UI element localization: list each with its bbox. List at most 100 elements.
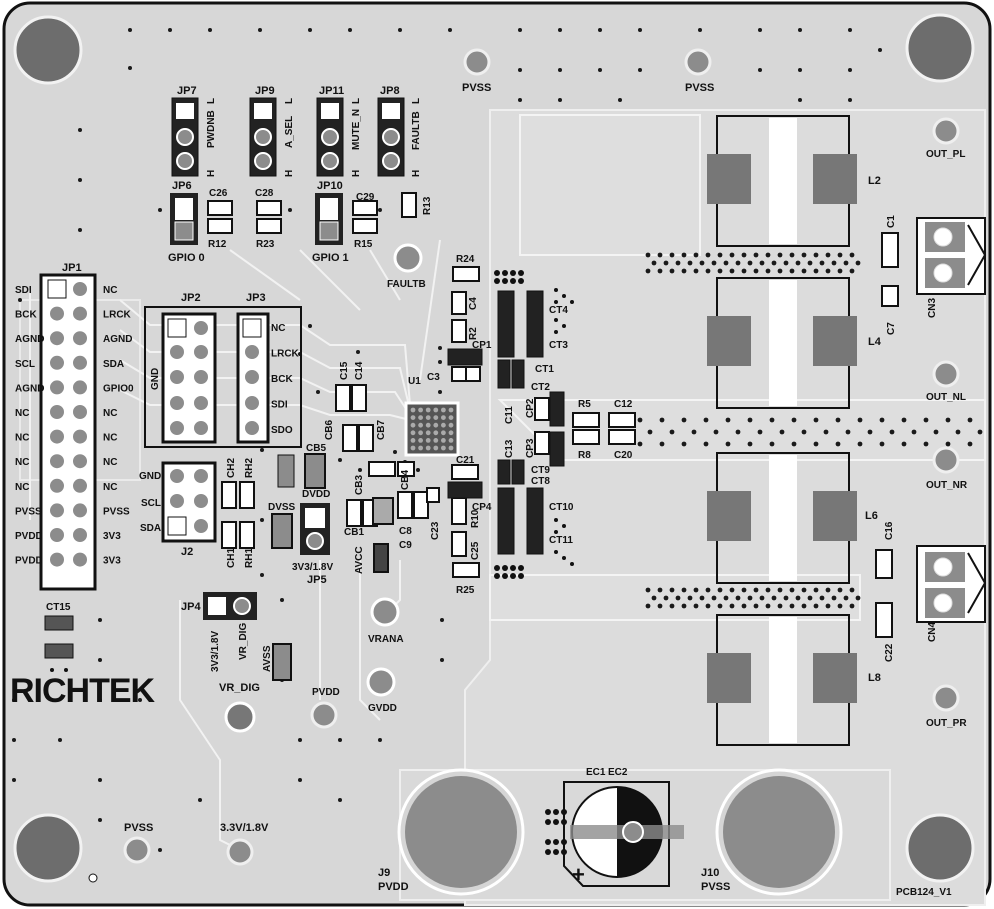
j2-label: J2 [181,546,193,558]
via [977,429,983,435]
u1-ball [441,430,446,436]
jp1-left-pin-label: PVSS [15,506,42,517]
via [717,587,723,593]
via [693,252,699,258]
via [735,260,741,266]
via [657,603,663,609]
pvss-testpoint-1[interactable] [463,48,491,76]
c15-label: C15 [339,361,350,380]
c21-label: C21 [456,455,475,466]
jp2-header[interactable] [161,312,217,444]
ct11-label: CT11 [549,535,573,546]
jp8-net: FAULTB [411,111,422,150]
via [713,429,719,435]
jp1-pin [48,403,66,421]
jp9-header[interactable] [249,97,277,177]
dvss-pad[interactable] [271,513,293,549]
jp5-header[interactable] [300,503,330,555]
r24-label: R24 [456,254,475,265]
via [663,595,669,601]
via [703,441,709,447]
jp1-right-pin-label: 3V3 [103,556,121,567]
inductor-l4 [707,277,857,409]
jp8-label: JP8 [380,85,400,97]
vr-dig-testpoint[interactable] [224,701,256,733]
via [777,587,783,593]
cn3-connector[interactable] [916,217,987,295]
cp1-label: CP1 [472,340,492,351]
c3-label: C3 [427,372,440,383]
jp3-pin-label: SDO [271,425,293,436]
v33-testpoint[interactable] [226,838,254,866]
cp3-label: CP3 [525,438,536,458]
jp8-header[interactable] [377,97,405,177]
out-nl-testpoint[interactable] [932,360,960,388]
ct15-part [44,615,74,672]
via [765,268,771,274]
jp1-left-pin-label: SCL [15,359,35,370]
jp7-header[interactable] [171,97,199,177]
r5-label: R5 [578,399,591,410]
pvss-testpoint-2[interactable] [684,48,712,76]
mounting-hole-bl [13,813,83,883]
via [923,441,929,447]
u1-ball [425,438,431,443]
u1-label: U1 [408,376,421,387]
via [825,603,831,609]
via [967,417,973,423]
via [741,268,747,274]
jp4-header[interactable] [203,592,257,620]
via [659,417,665,423]
jp1-right-pin-label: PVSS [103,506,130,517]
r13-label: R13 [422,196,433,215]
u1-ball [410,445,416,451]
c22-label: C22 [884,643,895,662]
via [681,268,687,274]
via [849,603,855,609]
out-nr-testpoint[interactable] [932,446,960,474]
u1-ball [418,407,423,413]
pvss-bottom-testpoint[interactable] [123,836,151,864]
jp11-net: MUTE_N [351,109,362,150]
c12-label: C12 [614,399,633,410]
dvdd-pad[interactable] [304,453,326,489]
r2-label: R2 [468,327,479,340]
out-pr-testpoint[interactable] [932,684,960,712]
cb6-label: CB6 [324,420,335,440]
gvdd-testpoint[interactable] [366,667,396,697]
jp1-left-pin-label: NC [15,433,29,444]
jp1-left-pin-label: AGND [15,383,44,394]
cp2-label: CP2 [525,398,536,418]
vrana-testpoint[interactable] [370,597,400,627]
via [753,603,759,609]
jp1-pin [71,452,89,471]
ec-plus-sign: + [572,862,585,887]
pvdd-testpoint[interactable] [310,701,338,729]
j2-connector[interactable] [161,461,217,543]
cp1-part [447,348,483,366]
faultb-testpoint[interactable] [393,243,423,273]
cn4-connector[interactable] [916,545,987,623]
out-nl-label: OUT_NL [926,392,966,403]
jp10-header[interactable] [315,193,343,245]
dvdd-label: DVDD [302,489,330,500]
inductor-l6 [707,452,857,584]
via [705,587,711,593]
via [831,595,837,601]
via [729,252,735,258]
ct8-label: CT8 [531,476,550,487]
via [669,252,675,258]
jp2-gnd-label: GND [150,368,161,390]
u1-ball [418,438,423,443]
jp1-header[interactable] [39,273,97,591]
avss-part [272,643,292,681]
out-pl-testpoint[interactable] [932,117,960,145]
ct1-label: CT1 [535,364,554,375]
jp3-header[interactable] [236,312,270,444]
jp1-pin [48,476,66,495]
mounting-hole-br [905,813,975,883]
via [801,603,807,609]
jp1-pin-1 [47,279,67,299]
jp11-header[interactable] [316,97,344,177]
jp6-header[interactable] [170,193,198,245]
